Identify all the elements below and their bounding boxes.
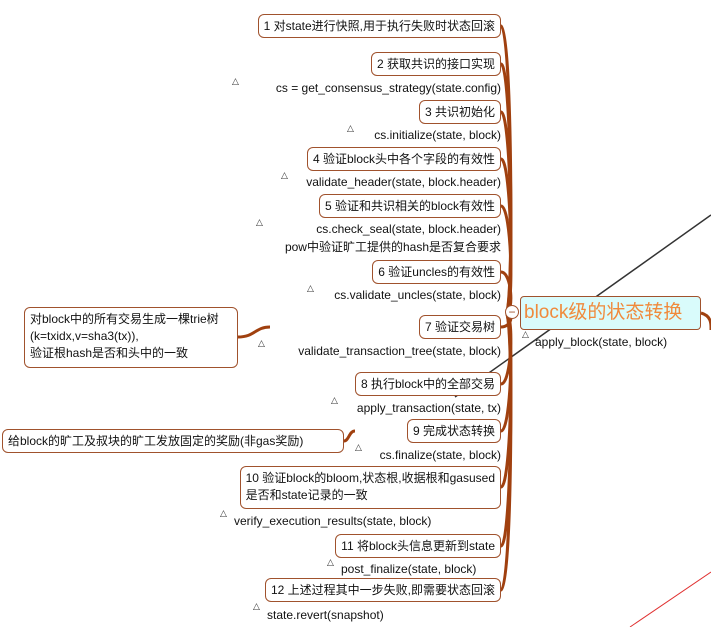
note-icon: △ bbox=[220, 508, 227, 518]
note-icon: △ bbox=[327, 557, 334, 567]
step-9[interactable]: 9 完成状态转换 bbox=[406, 419, 501, 443]
collapse-button[interactable]: − bbox=[505, 305, 519, 319]
root-out-connector bbox=[700, 311, 711, 330]
step-1[interactable]: 1 对state进行快照,用于执行失败时状态回滚 bbox=[257, 14, 501, 38]
cross-link-line-red bbox=[629, 571, 711, 627]
note-icon: △ bbox=[307, 283, 314, 293]
step-9-detail[interactable]: 给block的旷工及叔块的旷工发放固定的奖励(非gas奖励) bbox=[2, 429, 344, 453]
step-5-note-line2: pow中验证旷工提供的hash是否复合要求 bbox=[284, 240, 501, 254]
note-icon: △ bbox=[232, 76, 239, 86]
step-4[interactable]: 4 验证block头中各个字段的有效性 bbox=[306, 147, 501, 171]
note-icon: △ bbox=[258, 338, 265, 348]
note-icon: △ bbox=[355, 442, 362, 452]
root-note: apply_block(state, block) bbox=[535, 335, 668, 349]
root-node[interactable]: block级的状态转换 bbox=[520, 296, 701, 330]
side-connector bbox=[343, 429, 356, 443]
note-icon: △ bbox=[256, 217, 263, 227]
note-icon: △ bbox=[253, 601, 260, 611]
step-5[interactable]: 5 验证和共识相关的block有效性 bbox=[318, 194, 501, 218]
step-10[interactable]: 10 验证block的bloom,状态根,收据根和gasused 是否和stat… bbox=[239, 466, 501, 509]
step-5-note-line1: cs.check_seal(state, block.header) bbox=[316, 222, 501, 236]
step-8-note: apply_transaction(state, tx) bbox=[356, 401, 501, 415]
step-10-note: verify_execution_results(state, block) bbox=[234, 514, 432, 528]
step-11[interactable]: 11 将block头信息更新到state bbox=[335, 534, 501, 558]
step-9-note: cs.finalize(state, block) bbox=[379, 448, 501, 462]
note-icon: △ bbox=[522, 329, 529, 339]
step-2-note: cs = get_consensus_strategy(state.config… bbox=[275, 81, 501, 95]
note-icon: △ bbox=[281, 170, 288, 180]
step-12-note: state.revert(snapshot) bbox=[267, 608, 384, 622]
step-6-note: cs.validate_uncles(state, block) bbox=[334, 288, 501, 302]
step-3-note: cs.initialize(state, block) bbox=[374, 128, 501, 142]
step-7-note: validate_transaction_tree(state, block) bbox=[298, 344, 501, 358]
step-3[interactable]: 3 共识初始化 bbox=[418, 100, 501, 124]
step-4-note: validate_header(state, block.header) bbox=[306, 175, 501, 189]
step-7-detail[interactable]: 对block中的所有交易生成一棵trie树 (k=txidx,v=sha3(tx… bbox=[24, 307, 238, 368]
side-connector bbox=[237, 325, 271, 339]
step-8[interactable]: 8 执行block中的全部交易 bbox=[354, 372, 501, 396]
step-6[interactable]: 6 验证uncles的有效性 bbox=[372, 260, 501, 284]
step-11-note: post_finalize(state, block) bbox=[341, 562, 477, 576]
note-icon: △ bbox=[331, 395, 338, 405]
note-icon: △ bbox=[347, 123, 354, 133]
step-2[interactable]: 2 获取共识的接口实现 bbox=[370, 52, 501, 76]
branch-connector bbox=[499, 311, 513, 592]
step-7[interactable]: 7 验证交易树 bbox=[418, 315, 501, 339]
step-12[interactable]: 12 上述过程其中一步失败,即需要状态回滚 bbox=[264, 578, 501, 602]
step-5-note: cs.check_seal(state, block.header) pow中验证… bbox=[285, 220, 501, 256]
